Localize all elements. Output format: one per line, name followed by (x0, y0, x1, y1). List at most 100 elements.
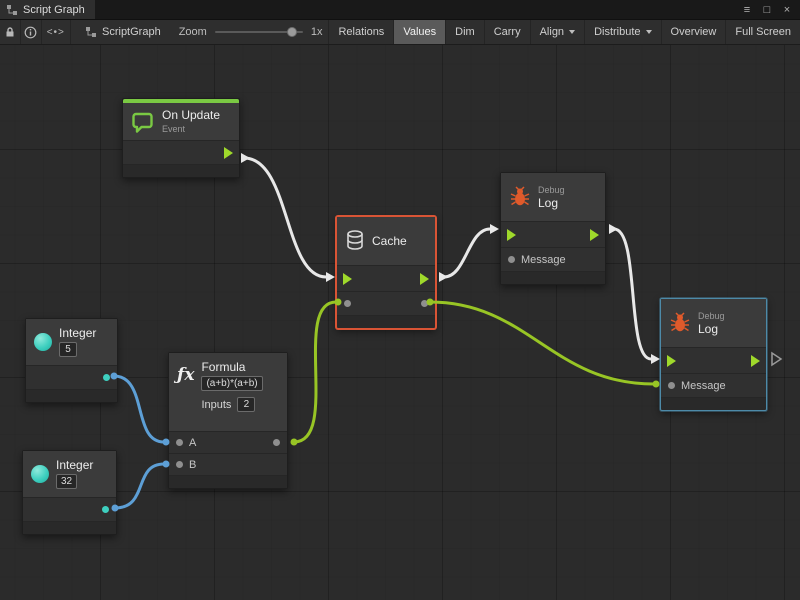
wire-start-arrow (609, 224, 618, 234)
window-menu-icon[interactable]: ≡ (738, 2, 756, 18)
node-title: Log (538, 197, 565, 210)
toolbar-button-align[interactable]: Align (530, 20, 584, 44)
toolbar-button-dim[interactable]: Dim (445, 20, 484, 44)
toolbar-button-overview[interactable]: Overview (661, 20, 726, 44)
wire-start-arrow (241, 153, 250, 163)
node-header: ƒx Formula (a+b)*(a+b) Inputs 2 (169, 353, 287, 431)
button-label: Overview (671, 26, 717, 38)
port-row: B (169, 453, 287, 475)
value-inspector-toggle[interactable]: <•> (42, 20, 71, 44)
node-title: Formula (201, 361, 262, 374)
integer-value-field[interactable]: 32 (56, 474, 77, 489)
wire-onupdate-to-cache (244, 158, 326, 277)
port-row (123, 140, 239, 164)
zoom-slider[interactable] (215, 31, 303, 33)
formula-fx-icon: ƒx (177, 365, 194, 385)
graph-canvas[interactable]: On Update Event Cache (0, 45, 800, 600)
flow-input-port[interactable] (507, 229, 516, 241)
window-controls: ≡ □ × (738, 0, 800, 19)
wire-endpoint (291, 439, 298, 446)
formula-expression-field[interactable]: (a+b)*(a+b) (201, 376, 262, 391)
value-output-port[interactable] (103, 374, 110, 381)
flow-output-port[interactable] (590, 229, 599, 241)
debug-bug-icon (509, 186, 531, 208)
node-title: Integer (56, 459, 93, 472)
value-input-port[interactable] (344, 300, 351, 307)
button-label: Dim (455, 26, 475, 38)
info-button[interactable] (21, 20, 42, 44)
value-output-port[interactable] (421, 300, 428, 307)
flow-output-port[interactable] (420, 273, 429, 285)
node-title: Cache (372, 235, 407, 248)
lock-icon (4, 26, 16, 38)
window-maximize-icon[interactable]: □ (758, 2, 776, 18)
message-input-port[interactable] (508, 256, 515, 263)
wire-end-arrow (490, 224, 499, 234)
port-label-a: A (189, 437, 196, 449)
wire-integer5-to-a (114, 376, 164, 442)
message-input-port[interactable] (668, 382, 675, 389)
node-footer (26, 389, 117, 402)
titlebar: Script Graph ≡ □ × (0, 0, 800, 20)
cache-database-icon (345, 229, 365, 253)
flow-input-port[interactable] (343, 273, 352, 285)
port-row (337, 265, 435, 291)
port-row: Message (501, 247, 605, 271)
toolbar-button-relations[interactable]: Relations (328, 20, 393, 44)
zoom-slider-handle[interactable] (287, 27, 297, 37)
chevron-down-icon (569, 30, 575, 34)
flow-input-port[interactable] (667, 355, 676, 367)
toolbar-button-distribute[interactable]: Distribute (584, 20, 660, 44)
node-debug-log-bottom[interactable]: Debug Log Message (660, 298, 767, 411)
wire-end-arrow (326, 272, 335, 282)
flow-output-port[interactable] (751, 355, 760, 367)
node-header: Cache (337, 217, 435, 265)
window-close-icon[interactable]: × (778, 2, 796, 18)
node-on-update[interactable]: On Update Event (122, 98, 240, 178)
inputs-label: Inputs (201, 399, 231, 411)
flow-output-port[interactable] (224, 147, 233, 159)
graph-name: ScriptGraph (71, 20, 173, 44)
port-row (23, 497, 116, 521)
inputs-count-field[interactable]: 2 (237, 397, 255, 412)
port-row (26, 365, 117, 389)
node-footer (661, 397, 766, 410)
value-output-port[interactable] (273, 439, 280, 446)
node-header: On Update Event (123, 103, 239, 140)
wire-formula-to-cache (294, 302, 336, 442)
node-header: Integer 5 (26, 319, 117, 365)
button-label: Values (403, 26, 436, 38)
tab-script-graph[interactable]: Script Graph (0, 0, 95, 19)
button-label: Full Screen (735, 26, 791, 38)
wire-end-arrow (651, 354, 660, 364)
input-port-a[interactable] (176, 439, 183, 446)
toolbar-button-values[interactable]: Values (393, 20, 445, 44)
button-label: Align (540, 26, 564, 38)
port-label-b: B (189, 459, 196, 471)
node-cache[interactable]: Cache (336, 216, 436, 329)
node-debug-log-top[interactable]: Debug Log Message (500, 172, 606, 285)
debug-bug-icon (669, 312, 691, 334)
toolbar-button-fullscreen[interactable]: Full Screen (725, 20, 800, 44)
integer-type-icon (31, 465, 49, 483)
value-output-port[interactable] (102, 506, 109, 513)
node-category: Debug (538, 185, 565, 195)
wire-cache-to-debugtop (444, 229, 490, 277)
node-category: Debug (698, 311, 725, 321)
node-title: Integer (59, 327, 96, 340)
input-port-b[interactable] (176, 461, 183, 468)
integer-value-field[interactable]: 5 (59, 342, 77, 357)
node-integer-bottom[interactable]: Integer 32 (22, 450, 117, 535)
node-integer-top[interactable]: Integer 5 (25, 318, 118, 403)
chevron-down-icon (646, 30, 652, 34)
port-label-message: Message (681, 380, 726, 392)
port-label-message: Message (521, 254, 566, 266)
zoom-value: 1x (311, 26, 323, 38)
script-graph-icon (6, 4, 18, 16)
toolbar-button-carry[interactable]: Carry (484, 20, 530, 44)
port-row: A (169, 431, 287, 453)
lock-button[interactable] (0, 20, 21, 44)
node-formula[interactable]: ƒx Formula (a+b)*(a+b) Inputs 2 A (168, 352, 288, 489)
graph-toolbar: <•> ScriptGraph Zoom 1x Relations Values (0, 20, 800, 45)
zoom-label: Zoom (179, 26, 207, 38)
